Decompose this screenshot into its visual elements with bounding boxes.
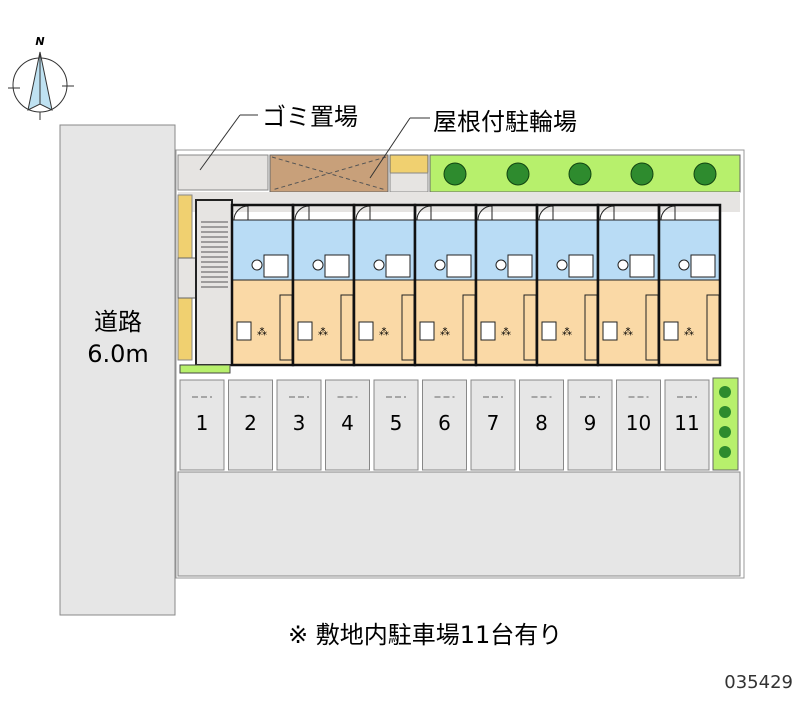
tree-icon <box>630 162 654 186</box>
kitchen-icon <box>690 254 716 278</box>
parking-slot <box>179 379 225 471</box>
toilet-icon <box>312 259 324 271</box>
toilet-icon <box>556 259 568 271</box>
closet-icon <box>236 321 252 341</box>
ac-icon: ⁂ <box>501 326 511 338</box>
parking-slot <box>470 379 516 471</box>
road-name: 道路 <box>94 308 142 336</box>
closet-icon <box>297 321 313 341</box>
parking-number: 4 <box>341 411 354 435</box>
ac-icon: ⁂ <box>684 326 694 338</box>
parking-note: ※ 敷地内駐車場11台有り <box>288 621 562 649</box>
parking-space: 11 <box>664 379 710 471</box>
parking-slot <box>228 379 273 471</box>
parking-number: 11 <box>674 411 699 435</box>
shrub-icon <box>719 446 731 458</box>
apartment-unit: ⁂ <box>291 203 356 367</box>
apartment-unit: ⁂ <box>352 203 417 367</box>
kitchen-icon <box>507 254 533 278</box>
tree-icon <box>443 162 467 186</box>
apartment-unit: ⁂ <box>474 203 539 367</box>
ac-icon: ⁂ <box>623 326 633 338</box>
parking-slot <box>325 379 370 471</box>
unit-wall <box>657 203 722 367</box>
property-code: 035429 <box>724 672 793 693</box>
closet-icon <box>541 321 557 341</box>
parking-space: 4 <box>325 379 370 471</box>
parking-number: 5 <box>390 411 403 435</box>
parking-slot <box>276 379 322 471</box>
tree-icon <box>506 162 530 186</box>
kitchen-icon <box>629 254 655 278</box>
parking-space: 3 <box>276 379 322 471</box>
ac-icon: ⁂ <box>562 326 572 338</box>
parking-slot <box>519 379 564 471</box>
garbage-label: ゴミ置場 <box>262 103 358 131</box>
closet-icon <box>358 321 374 341</box>
kitchen-icon <box>324 254 350 278</box>
kitchen-icon <box>446 254 472 278</box>
shrub-icon <box>719 426 731 438</box>
apartment-unit: ⁂ <box>535 203 600 367</box>
ac-icon: ⁂ <box>379 326 389 338</box>
toilet-icon <box>373 259 385 271</box>
parking-space: 1 <box>179 379 225 471</box>
parking-number: 7 <box>487 411 500 435</box>
parking-number: 9 <box>584 411 597 435</box>
parking-number: 1 <box>196 411 209 435</box>
parking-slot <box>373 379 419 471</box>
closet-icon <box>602 321 618 341</box>
parking-space: 7 <box>470 379 516 471</box>
parking-space: 6 <box>422 379 467 471</box>
parking-space: 5 <box>373 379 419 471</box>
road <box>59 124 176 616</box>
parking-space: 8 <box>519 379 564 471</box>
parking-slot <box>616 379 661 471</box>
apartment-unit: ⁂ <box>413 203 478 367</box>
toilet-icon <box>617 259 629 271</box>
planter <box>179 364 231 374</box>
garbage-area <box>177 154 269 191</box>
driveway <box>177 471 741 577</box>
bicycle-label: 屋根付駐輪場 <box>433 108 577 136</box>
apartment-unit: ⁂ <box>657 203 722 367</box>
toilet-icon <box>251 259 263 271</box>
bicycle-rack <box>389 154 429 174</box>
parking-number: 2 <box>244 411 257 435</box>
shrub-icon <box>719 406 731 418</box>
ac-icon: ⁂ <box>440 326 450 338</box>
apartment-unit: ⁂ <box>230 203 295 367</box>
tree-icon <box>693 162 717 186</box>
shrub-icon <box>719 386 731 398</box>
closet-icon <box>480 321 496 341</box>
parking-space: 9 <box>567 379 613 471</box>
north-label: N <box>35 35 44 48</box>
closet-icon <box>663 321 679 341</box>
parking-number: 8 <box>535 411 548 435</box>
tree-icon <box>568 162 592 186</box>
parking-slot <box>567 379 613 471</box>
ac-icon: ⁂ <box>318 326 328 338</box>
kitchen-icon <box>263 254 289 278</box>
parking-number: 10 <box>626 411 651 435</box>
ac-icon: ⁂ <box>257 326 267 338</box>
parking-space: 10 <box>616 379 661 471</box>
parking-slot <box>422 379 467 471</box>
parking-slot <box>664 379 710 471</box>
toilet-icon <box>495 259 507 271</box>
apartment-unit: ⁂ <box>596 203 661 367</box>
parking-number: 3 <box>293 411 306 435</box>
toilet-icon <box>678 259 690 271</box>
parking-space: 2 <box>228 379 273 471</box>
compass-icon: N <box>8 35 74 120</box>
road-width: 6.0m <box>87 340 149 368</box>
closet-icon <box>419 321 435 341</box>
kitchen-icon <box>568 254 594 278</box>
toilet-icon <box>434 259 446 271</box>
kitchen-icon <box>385 254 411 278</box>
parking-number: 6 <box>438 411 451 435</box>
